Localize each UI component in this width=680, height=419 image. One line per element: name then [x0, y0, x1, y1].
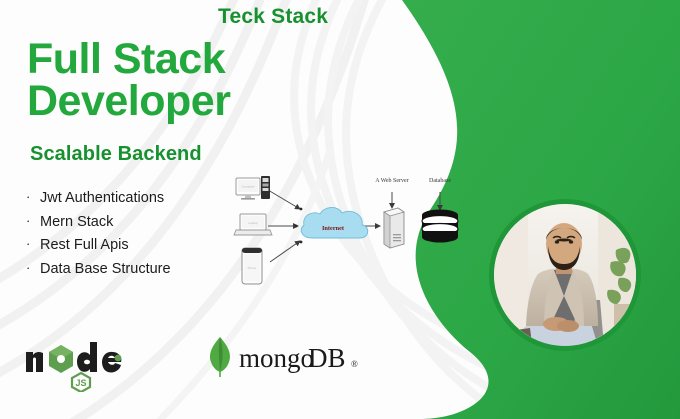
list-item-label: Jwt Authentications — [40, 190, 165, 206]
computer-icon: Computer — [235, 176, 270, 200]
page-title: Full Stack Developer — [27, 35, 231, 125]
database-label: Database — [429, 178, 451, 184]
title-line-1: Full Stack — [27, 35, 226, 83]
bullet-marker-icon: · — [26, 236, 31, 251]
title-line-2: Developer — [27, 77, 231, 125]
web-server-icon: A Web Server — [375, 178, 409, 249]
list-item-label: Mern Stack — [40, 213, 114, 230]
mongodb-logo: mongo DB ® — [210, 337, 358, 377]
cloud-label: Internet — [322, 225, 345, 232]
subtitle: Scalable Backend — [30, 143, 202, 165]
bullet-marker-icon: · — [26, 212, 31, 228]
list-item: · Jwt Authentications — [26, 186, 171, 210]
portrait-photo — [494, 204, 636, 346]
list-item-label: Data Base Structure — [40, 260, 171, 277]
database-icon: Database — [421, 178, 459, 243]
internet-cloud-icon: Internet — [294, 207, 369, 244]
mongodb-trademark: ® — [351, 359, 358, 369]
list-item: · Mern Stack — [26, 210, 171, 234]
laptop-icon: Laptop — [233, 213, 273, 236]
eyebrow-heading: Teck Stack — [218, 5, 329, 28]
mongodb-wordmark-mongo: mongo — [239, 343, 314, 373]
bullet-marker-icon: · — [26, 259, 31, 275]
laptop-label: Laptop — [248, 221, 258, 225]
bullet-marker-icon: · — [26, 189, 31, 204]
list-item: · Rest Full Apis — [26, 233, 171, 257]
avatar — [489, 199, 641, 351]
phone-label: Phone — [248, 266, 257, 270]
network-architecture-diagram: Computer Laptop Phone Internet — [233, 176, 459, 285]
web-server-label: A Web Server — [375, 178, 408, 184]
feature-list: · Jwt Authentications · Mern Stack · Rest F… — [26, 186, 171, 280]
list-item: · Data Base Structure — [26, 257, 171, 281]
phone-icon: Phone — [241, 247, 263, 285]
computer-label: Computer — [241, 185, 254, 189]
list-item-label: Rest Full Apis — [40, 237, 129, 253]
nodejs-badge-label: JS — [75, 378, 86, 388]
mongodb-wordmark-db: DB — [308, 343, 346, 373]
nodejs-logo: JS node — [26, 342, 122, 392]
